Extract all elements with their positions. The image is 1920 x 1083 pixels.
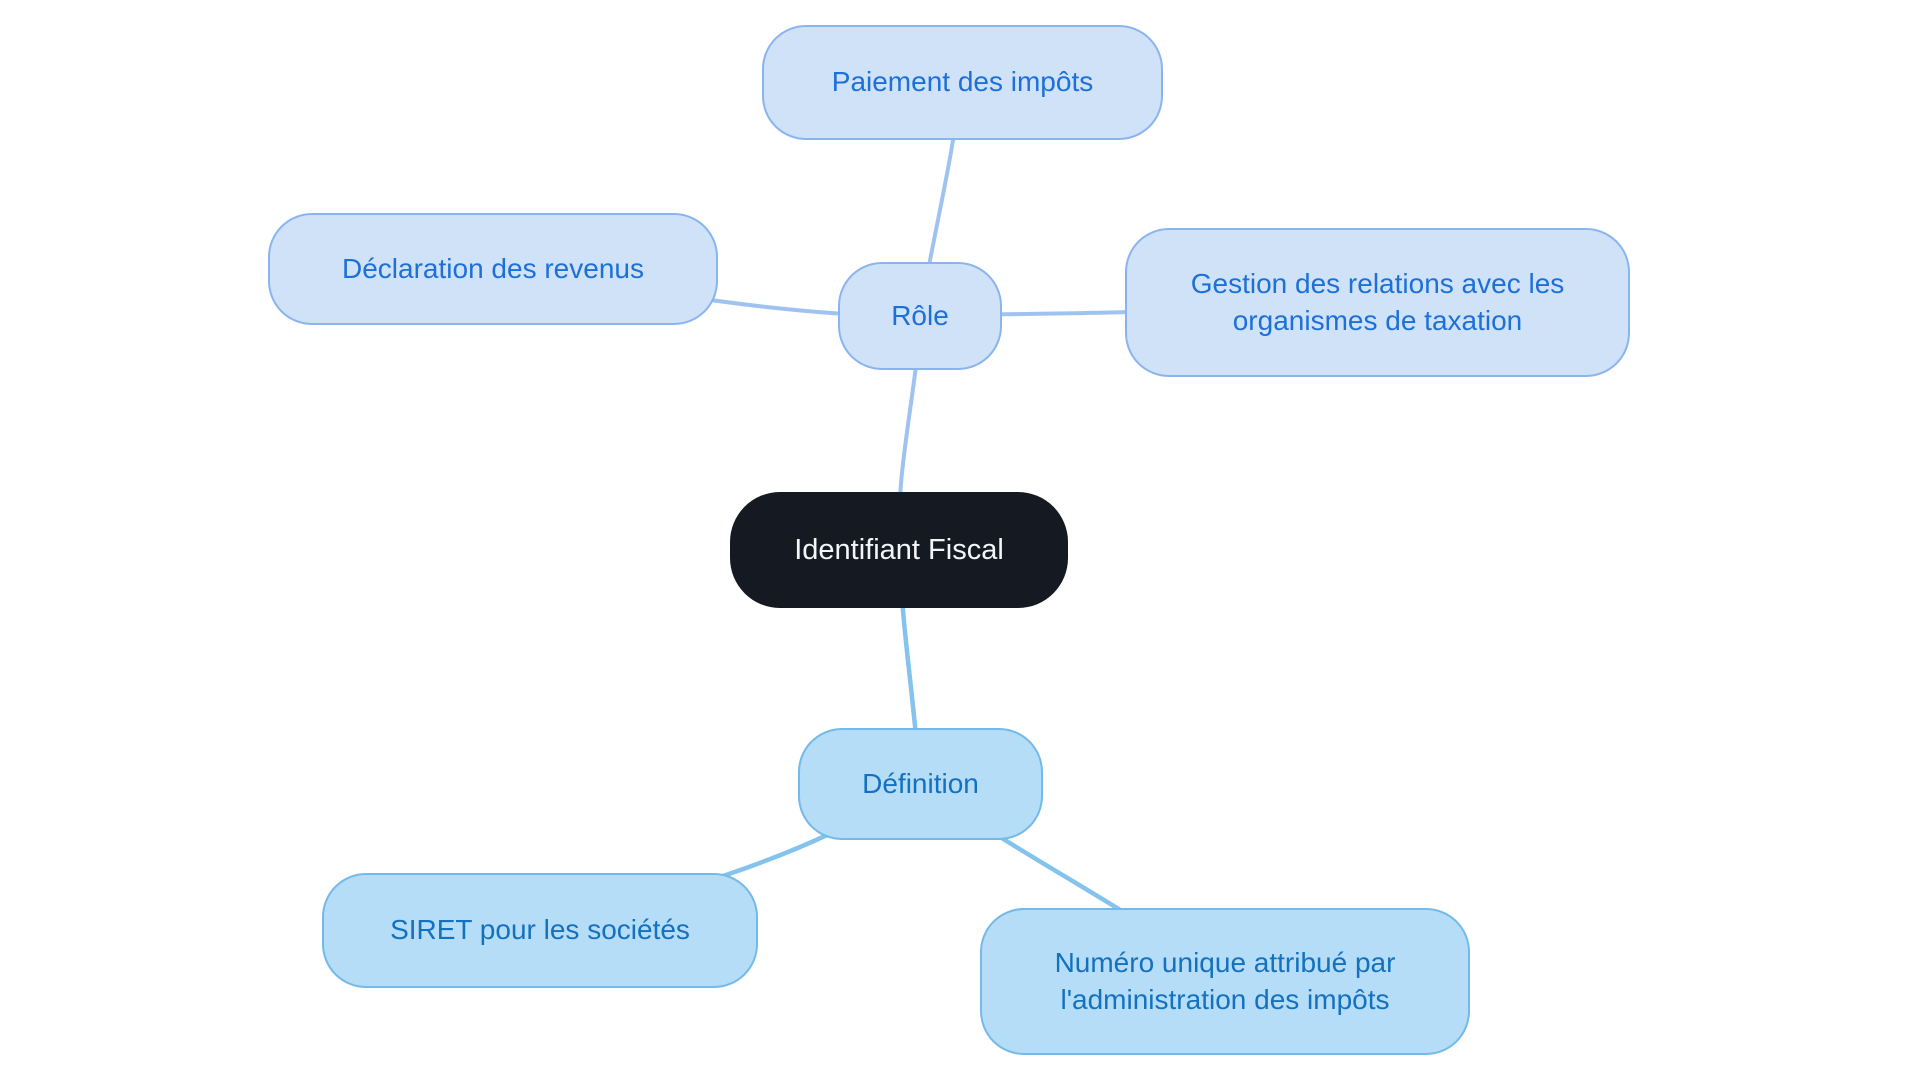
node-definition: Définition <box>798 728 1043 840</box>
node-siret-societes: SIRET pour les sociétés <box>322 873 758 988</box>
node-declaration-des-revenus: Déclaration des revenus <box>268 213 718 325</box>
node-identifiant-fiscal: Identifiant Fiscal <box>730 492 1068 608</box>
node-siret-label: SIRET pour les sociétés <box>390 914 690 946</box>
node-definition-label: Définition <box>862 767 979 799</box>
node-role: Rôle <box>838 262 1002 370</box>
node-gestion-relations-taxation: Gestion des relations avec les organisme… <box>1125 228 1630 377</box>
node-paiement-des-impots: Paiement des impôts <box>762 25 1163 140</box>
node-numero-unique-administration: Numéro unique attribué par l'administrat… <box>980 908 1470 1055</box>
node-numero-label: Numéro unique attribué par l'administrat… <box>1054 946 1396 1015</box>
node-identifiant-fiscal-label: Identifiant Fiscal <box>794 533 1004 566</box>
node-role-label: Rôle <box>891 299 949 331</box>
node-paiement-label: Paiement des impôts <box>831 66 1094 98</box>
node-declaration-label: Déclaration des revenus <box>342 252 644 284</box>
node-gestion-label: Gestion des relations avec les organisme… <box>1190 267 1565 336</box>
